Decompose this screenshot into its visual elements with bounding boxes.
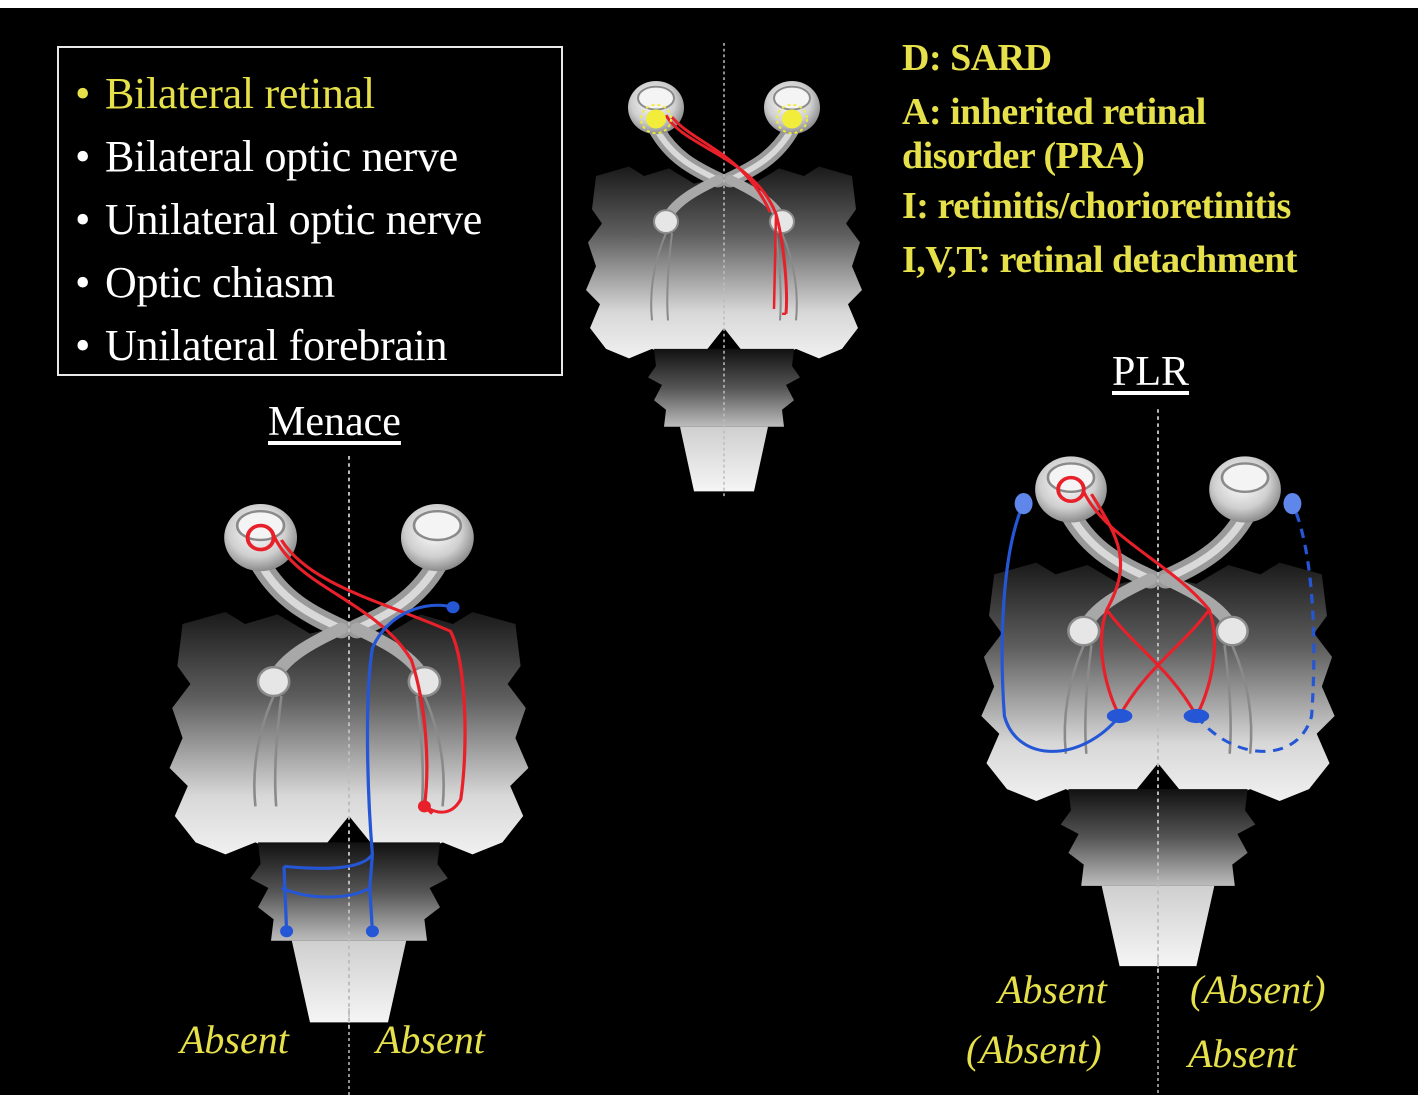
menace-brain-diagram bbox=[170, 456, 529, 1032]
plr-title: PLR bbox=[1112, 348, 1189, 396]
legend-item-bilateral-optic-nerve: •Bilateral optic nerve bbox=[75, 125, 561, 188]
plr-right-result-line1: (Absent) bbox=[1190, 966, 1326, 1013]
left-retina-lesion-icon bbox=[646, 110, 666, 129]
menace-left-result: Absent bbox=[180, 1016, 289, 1063]
legend-item-optic-chiasm: •Optic chiasm bbox=[75, 251, 561, 314]
lesion-location-legend: •Bilateral retinal •Bilateral optic nerv… bbox=[57, 46, 563, 376]
right-retina-lesion-icon bbox=[782, 110, 802, 129]
plr-left-result-line2: (Absent) bbox=[966, 1026, 1102, 1073]
plr-brain-diagram bbox=[981, 409, 1334, 975]
differential-retinitis: I: retinitis/chorioretinitis bbox=[902, 184, 1297, 228]
differential-retinal-detachment: I,V,T: retinal detachment bbox=[902, 238, 1297, 282]
plr-left-result-line1: Absent bbox=[998, 966, 1107, 1013]
menace-title: Menace bbox=[268, 398, 401, 446]
legend-item-unilateral-forebrain: •Unilateral forebrain bbox=[75, 314, 561, 377]
legend-item-bilateral-retinal: •Bilateral retinal bbox=[75, 62, 561, 125]
differential-diagnosis-list: D: SARD A: inherited retinal disorder (P… bbox=[902, 36, 1297, 292]
differential-sard: D: SARD bbox=[902, 36, 1297, 80]
legend-item-unilateral-optic-nerve: •Unilateral optic nerve bbox=[75, 188, 561, 251]
menace-right-result: Absent bbox=[376, 1016, 485, 1063]
plr-right-result-line2: Absent bbox=[1188, 1030, 1297, 1077]
top-brain-diagram bbox=[586, 43, 862, 499]
differential-pra: A: inherited retinal disorder (PRA) bbox=[902, 90, 1297, 178]
